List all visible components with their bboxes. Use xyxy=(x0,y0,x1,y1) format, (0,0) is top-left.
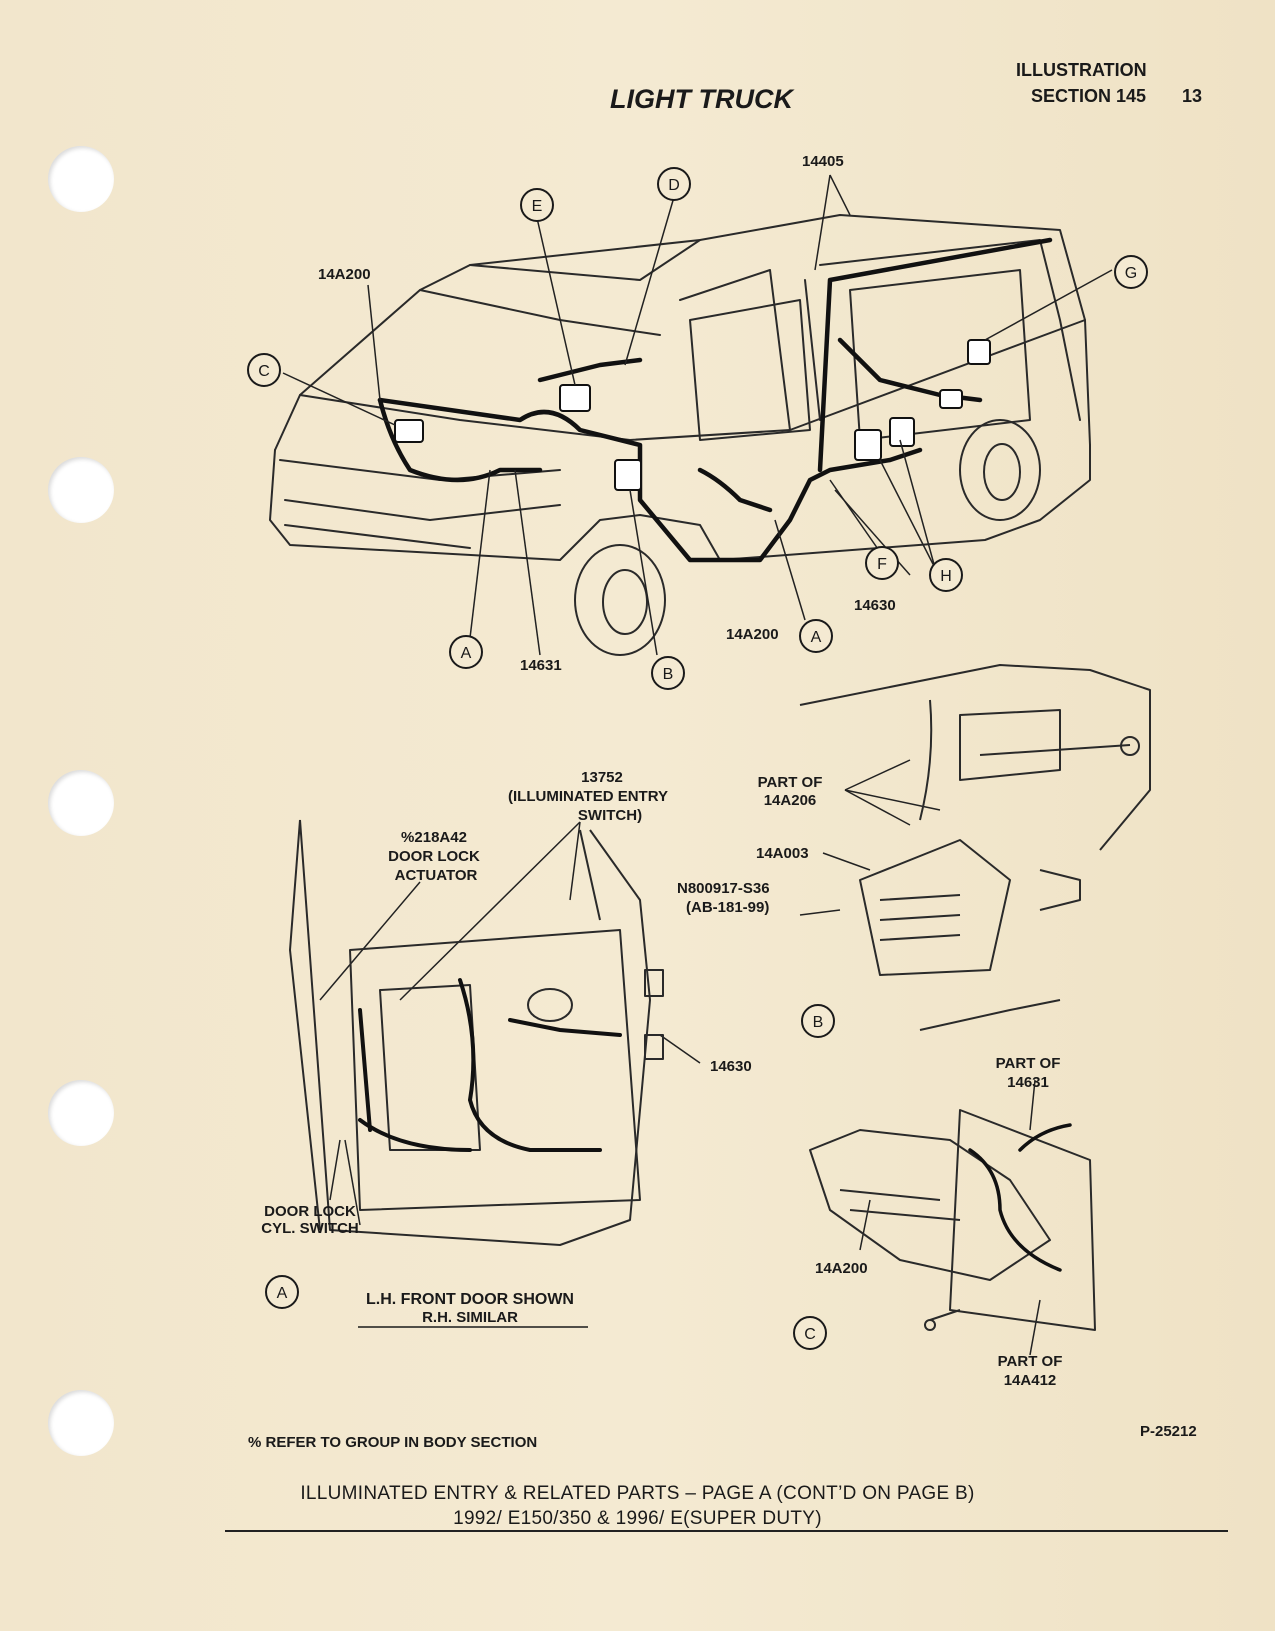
circle-c-inset xyxy=(793,1316,827,1350)
circle-h xyxy=(929,558,963,592)
callout-ab-181-99: (AB-181-99) xyxy=(686,899,769,916)
circle-label: F xyxy=(877,556,887,573)
binder-hole xyxy=(48,1080,114,1146)
callout-218a42-desc: ACTUATOR xyxy=(395,867,478,884)
callout-part-of-14631: 14631 xyxy=(1007,1074,1049,1091)
circle-b-top xyxy=(651,656,685,690)
callout-part-of-14a412: PART OF xyxy=(998,1353,1063,1370)
callout-218a42: %218A42 xyxy=(401,829,467,846)
door-caption: L.H. FRONT DOOR SHOWN xyxy=(366,1291,574,1308)
binder-hole xyxy=(48,1390,114,1456)
footer-subtitle: 1992/ E150/350 & 1996/ E(SUPER DUTY) xyxy=(453,1508,822,1529)
connector-wires xyxy=(968,1123,1072,1272)
circle-label: A xyxy=(461,645,472,662)
connector-detail xyxy=(809,1109,1096,1331)
callout-13752-desc: (ILLUMINATED ENTRY xyxy=(508,788,668,805)
circle-d xyxy=(657,167,691,201)
wire-harness xyxy=(377,237,1053,563)
callout-14405: 14405 xyxy=(802,153,844,170)
callout-part-of-14a206: 14A206 xyxy=(764,792,817,809)
circle-label: A xyxy=(277,1285,288,1302)
circle-label: B xyxy=(813,1014,824,1031)
circle-e xyxy=(520,188,554,222)
callout-218a42-desc: DOOR LOCK xyxy=(388,848,480,865)
callout-13752: 13752 xyxy=(581,769,623,786)
callout-part-of-14a206: PART OF xyxy=(758,774,823,791)
circle-label: E xyxy=(532,198,543,215)
circle-a-inset xyxy=(265,1275,299,1309)
callout-14630-mid: 14630 xyxy=(854,597,896,614)
circle-label: D xyxy=(668,177,680,194)
section-number: SECTION 145 xyxy=(1031,86,1147,106)
page-title: LIGHT TRUCK xyxy=(610,84,793,114)
refer-note: % REFER TO GROUP IN BODY SECTION xyxy=(248,1434,537,1451)
footer-title: ILLUMINATED ENTRY & RELATED PARTS – PAGE… xyxy=(300,1483,975,1504)
callout-14a200-c: 14A200 xyxy=(815,1260,868,1277)
binder-hole xyxy=(48,457,114,523)
door-detail xyxy=(289,819,664,1246)
callout-part-of-14a412: 14A412 xyxy=(1004,1372,1057,1389)
callout-13752-desc: SWITCH) xyxy=(578,807,642,824)
figure-id: P-25212 xyxy=(1140,1423,1197,1440)
circle-label: A xyxy=(811,629,822,646)
footer-rule xyxy=(225,1530,1228,1532)
callout-14630-door: 14630 xyxy=(710,1058,752,1075)
circle-b-inset xyxy=(801,1004,835,1038)
circle-label: C xyxy=(258,363,270,380)
binder-hole xyxy=(48,146,114,212)
callout-part-of-14631: PART OF xyxy=(996,1055,1061,1072)
door-caption-sub: R.H. SIMILAR xyxy=(422,1309,518,1326)
callout-14a200-top: 14A200 xyxy=(318,266,371,283)
circle-a-right xyxy=(799,619,833,653)
circle-g xyxy=(1114,255,1148,289)
callout-14a003: 14A003 xyxy=(756,845,809,862)
connectors xyxy=(394,339,991,491)
callout-door-lock: CYL. SWITCH xyxy=(261,1220,359,1237)
page-number: 13 xyxy=(1182,86,1203,106)
binder-hole xyxy=(48,770,114,836)
circle-label: H xyxy=(940,568,952,585)
circle-c-top xyxy=(247,353,281,387)
circle-f xyxy=(865,546,899,580)
circle-label: B xyxy=(663,666,674,683)
callout-n800917: N800917-S36 xyxy=(677,880,770,897)
callout-14a200-mid: 14A200 xyxy=(726,626,779,643)
circle-label: C xyxy=(804,1326,816,1343)
circle-label: G xyxy=(1125,265,1137,282)
circle-a-left xyxy=(449,635,483,669)
door-harness xyxy=(358,978,622,1152)
callout-14631: 14631 xyxy=(520,657,562,674)
section-label: ILLUSTRATION xyxy=(1016,60,1147,80)
module-detail xyxy=(799,664,1151,1031)
callout-door-lock: DOOR LOCK xyxy=(264,1203,356,1220)
